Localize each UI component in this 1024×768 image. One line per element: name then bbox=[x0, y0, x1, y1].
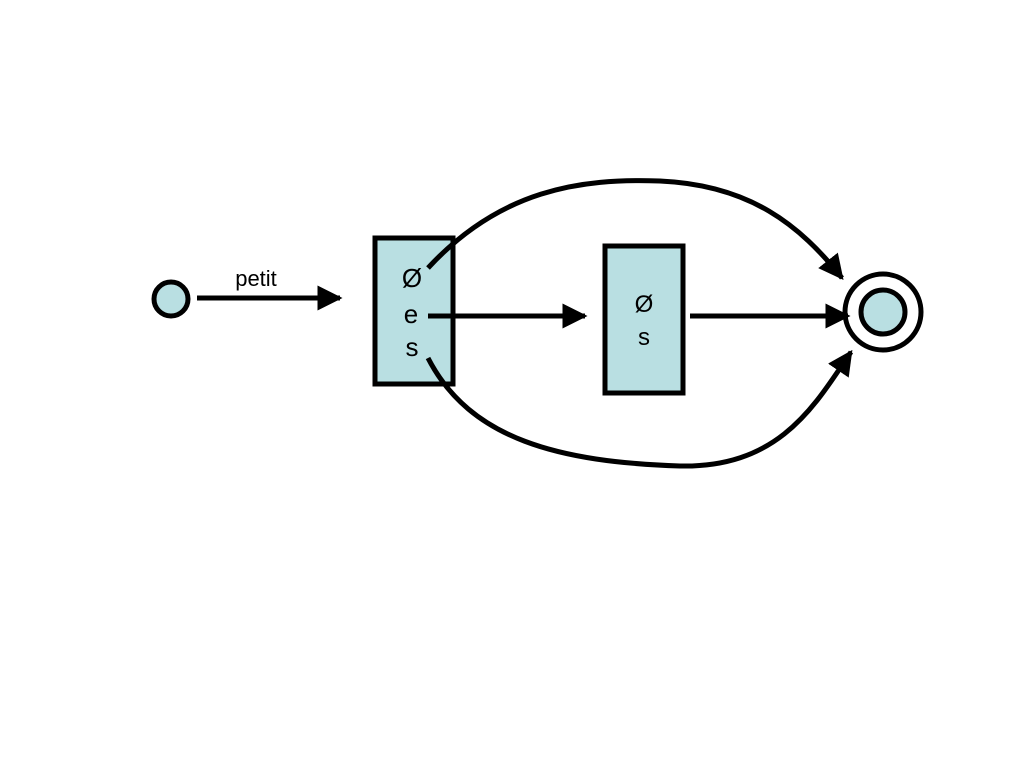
edge-state1-to-final-upper bbox=[426, 178, 844, 280]
state2-symbol-s: s bbox=[638, 324, 650, 351]
state-box-2 bbox=[602, 243, 686, 396]
state1-symbol-e: e bbox=[404, 299, 418, 329]
state-box-1 bbox=[372, 235, 456, 387]
state2-symbol-null: Ø bbox=[635, 291, 654, 318]
final-state-inner bbox=[858, 287, 908, 337]
edge-label-petit: petit bbox=[235, 266, 277, 291]
edge-state1-to-final-lower bbox=[425, 349, 854, 469]
state1-symbol-s: s bbox=[406, 332, 419, 362]
state1-symbol-null: Ø bbox=[402, 263, 422, 293]
start-state bbox=[151, 279, 191, 319]
